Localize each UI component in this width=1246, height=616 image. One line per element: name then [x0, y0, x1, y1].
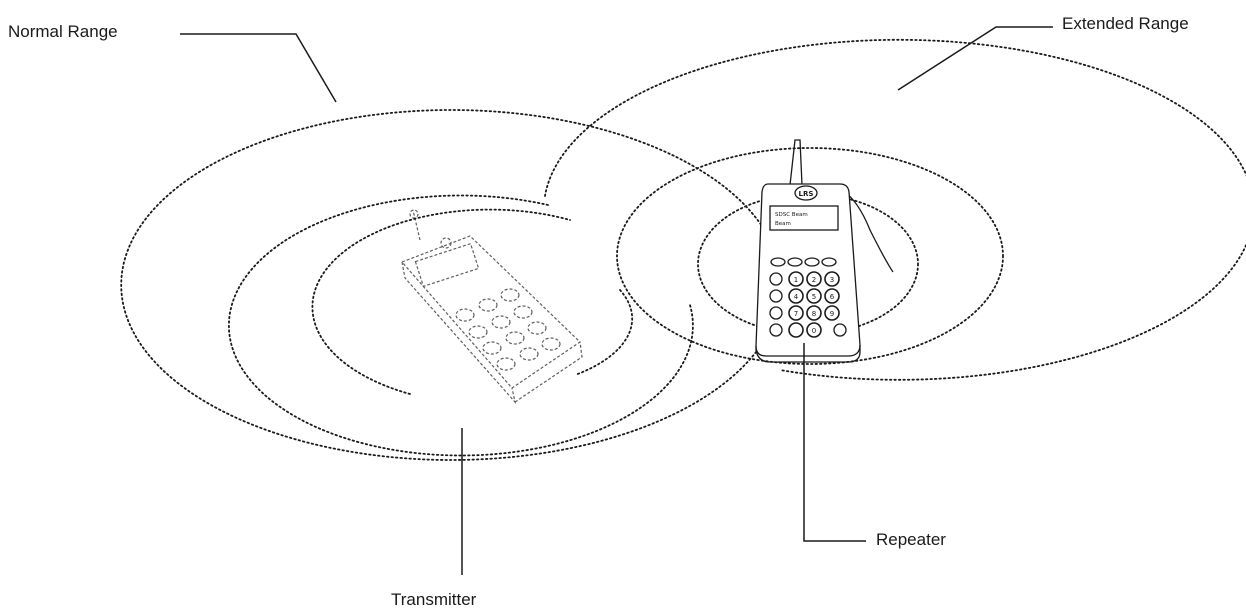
normal-range-middle-ring	[228, 194, 694, 457]
normal-range-leader	[180, 33, 337, 103]
key-7: 7	[794, 310, 798, 318]
lrs-logo: LRS	[799, 190, 814, 198]
keypad	[788, 271, 840, 338]
extended-range-leader	[897, 26, 1053, 91]
repeater-label: Repeater	[876, 530, 946, 549]
key-2: 2	[812, 276, 816, 284]
display-line-2: Beam	[775, 221, 791, 227]
display-line-1: SDSC Beam	[775, 212, 808, 218]
function-keys	[770, 257, 837, 267]
key-1: 1	[794, 276, 798, 284]
transmitter-label: Transmitter	[391, 590, 477, 609]
extended-range-outer-ring	[544, 38, 1246, 381]
normal-range-outer-ring	[120, 109, 781, 461]
repeater-device: LRS SDSC Beam Beam 1 2 3 4 5 6 7	[755, 139, 894, 363]
key-8: 8	[812, 310, 816, 318]
key-5: 5	[812, 293, 816, 301]
side-keys	[769, 272, 847, 337]
key-6: 6	[830, 293, 835, 301]
normal-range-inner-ring	[311, 208, 571, 395]
antenna-cable	[841, 189, 894, 273]
normal-range-inner-ring-tail	[574, 289, 634, 376]
extended-range-middle-ring	[616, 147, 1004, 365]
repeater-display	[769, 205, 839, 231]
normal-range-label: Normal Range	[8, 22, 118, 41]
key-3: 3	[830, 276, 834, 284]
key-9: 9	[830, 310, 834, 318]
extended-range-label: Extended Range	[1062, 14, 1189, 33]
transmitter-device	[400, 209, 583, 405]
repeater-leader	[803, 343, 866, 542]
lrs-logo-badge	[794, 185, 818, 201]
key-0: 0	[812, 327, 816, 335]
key-4: 4	[794, 293, 799, 301]
antenna	[789, 139, 803, 186]
